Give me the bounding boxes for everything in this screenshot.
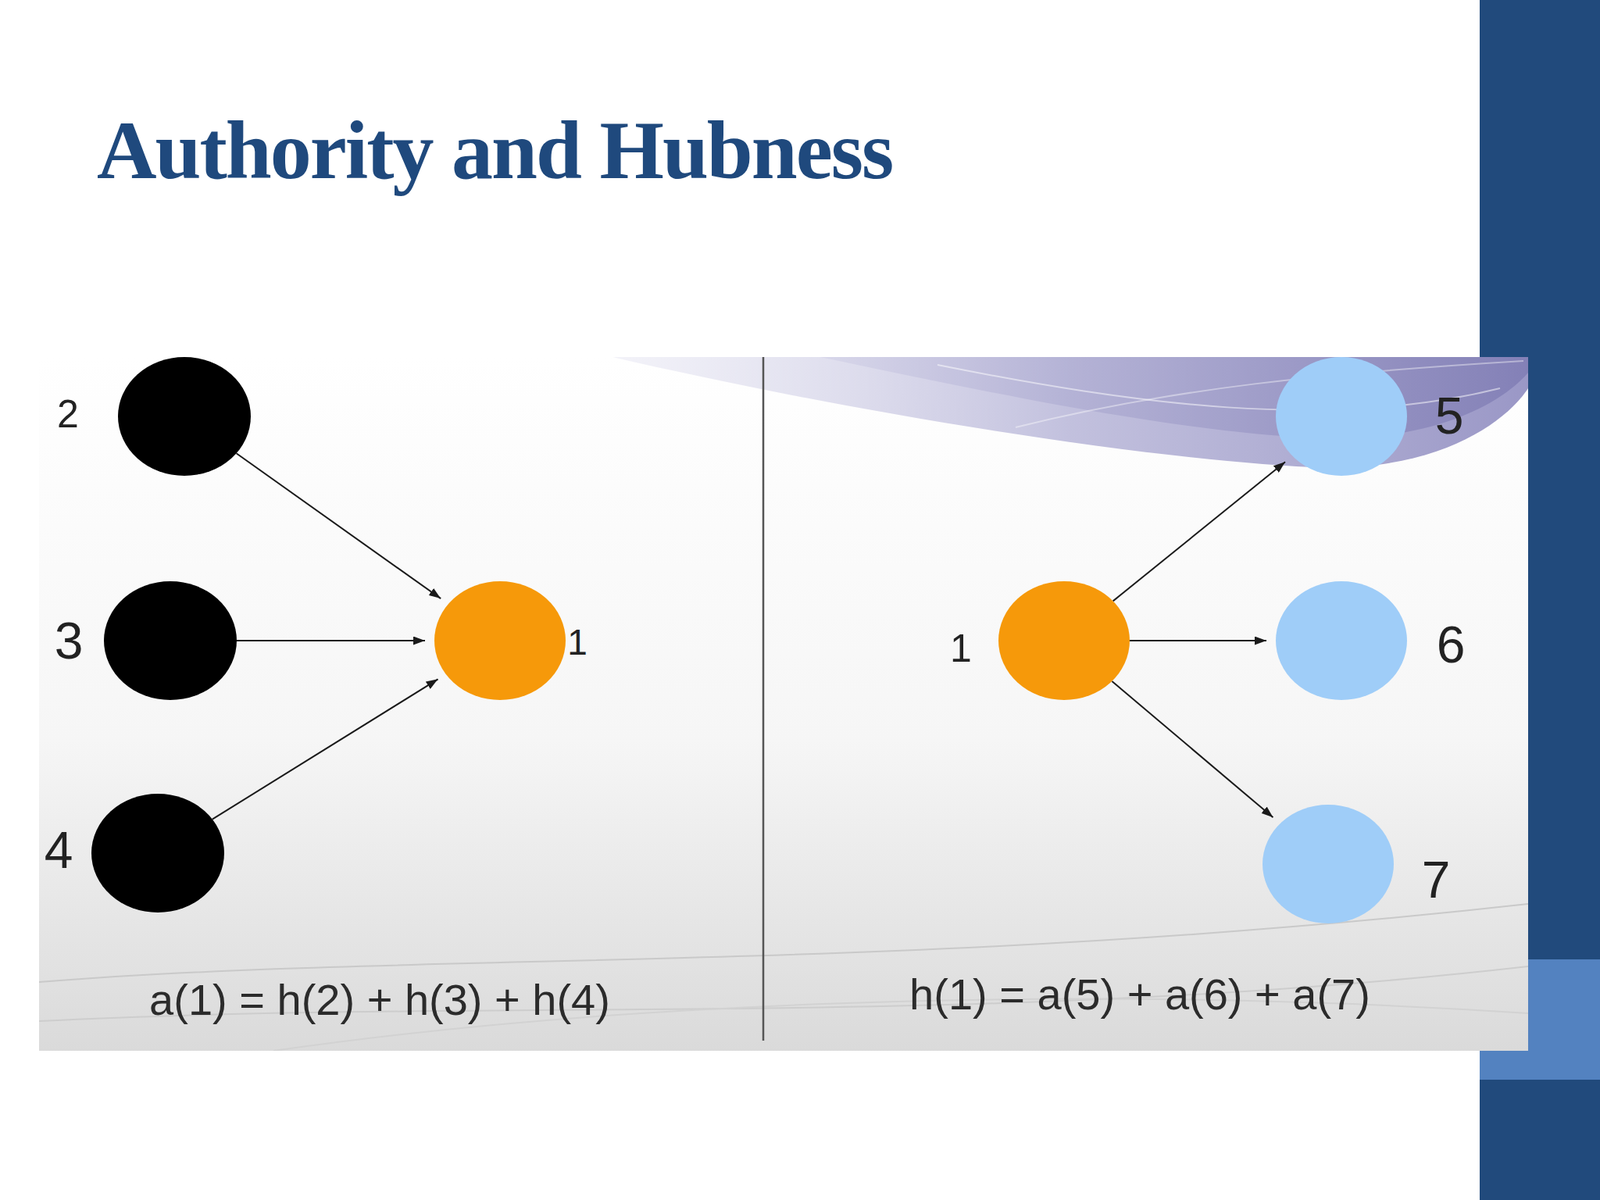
node-number: 7: [1421, 851, 1451, 909]
swoosh-band: [820, 357, 1529, 439]
graph-node: 5: [1275, 357, 1408, 476]
node-circle-fill: [103, 581, 237, 700]
arrow-connector: [1113, 461, 1286, 601]
graph-node: 7: [1262, 804, 1394, 924]
node-circle-fill: [91, 793, 225, 913]
formula-text: a(1) = h(2) + h(3) + h(4): [149, 975, 611, 1025]
slide-title: Authority and Hubness: [96, 103, 893, 199]
node-circle: [117, 357, 251, 476]
node-number: 5: [1435, 387, 1465, 445]
graph-node: 1: [434, 581, 566, 700]
node-circle: [1275, 581, 1408, 700]
node-circle-fill: [1262, 804, 1394, 924]
node-number: 1: [567, 622, 588, 663]
arrow-connector: [1111, 681, 1273, 818]
panel-ground: [39, 357, 1529, 1051]
node-circle-fill: [1275, 581, 1408, 700]
node-number: 6: [1436, 616, 1466, 674]
graph-node: 3: [103, 581, 237, 700]
node-circle: [1275, 357, 1408, 476]
divider-line: [762, 357, 765, 1041]
node-circle: [998, 581, 1130, 700]
node-number: 4: [44, 821, 74, 879]
graph-node: 2: [117, 357, 251, 476]
graph-node: 1: [998, 581, 1130, 700]
arrow-connector: [1129, 639, 1267, 642]
node-circle-fill: [434, 581, 566, 700]
graph-node: 6: [1275, 581, 1408, 700]
node-circle: [91, 793, 225, 913]
node-circle-fill: [998, 581, 1130, 700]
graph-node: 4: [91, 793, 225, 913]
node-circle: [103, 581, 237, 700]
node-circle: [1262, 804, 1394, 924]
node-circle: [434, 581, 566, 700]
node-number: 1: [950, 627, 972, 671]
node-number: 2: [57, 392, 79, 436]
formula-text: h(1) = a(5) + a(6) + a(7): [909, 969, 1371, 1020]
arrow-connector: [212, 678, 439, 819]
node-number: 3: [54, 612, 84, 670]
arrow-connector: [236, 453, 442, 599]
arrow-connector: [236, 639, 425, 642]
node-circle-fill: [1275, 357, 1408, 476]
swoosh-line: [937, 364, 1500, 411]
node-circle-fill: [117, 357, 251, 476]
